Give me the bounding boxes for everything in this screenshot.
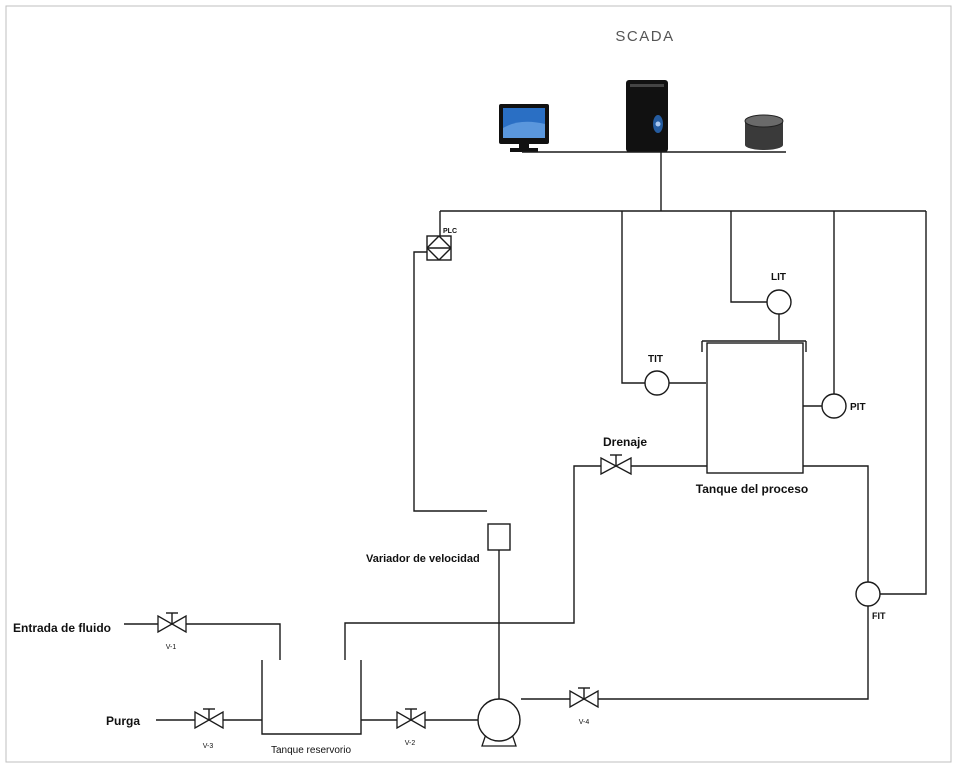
valve-v1-label: V-1 (166, 644, 177, 651)
pump-icon (477, 698, 521, 747)
valve-v4 (569, 687, 599, 709)
plc-to-drive-line (413, 251, 487, 512)
drain-label: Drenaje (603, 435, 647, 449)
fit-instrument (855, 581, 881, 607)
speed-drive-label: Variador de velocidad (366, 553, 480, 565)
fluid-inlet-label: Entrada de fluido (13, 621, 111, 635)
plc-block (426, 211, 452, 261)
pit-instrument (821, 393, 847, 419)
valve-v2-label: V-2 (405, 740, 416, 747)
database-icon (744, 114, 784, 150)
fit-to-v4-line (598, 606, 869, 700)
diagram-border (5, 5, 952, 763)
pit-label: PIT (850, 402, 866, 413)
drain-valve (600, 454, 632, 476)
reservoir-tank (261, 660, 362, 735)
tit-signal-line (621, 211, 645, 384)
valve-v3 (194, 708, 224, 730)
purge-label: Purga (106, 714, 140, 728)
process-tank (701, 340, 807, 474)
fit-label: FIT (872, 611, 886, 621)
speed-drive (487, 523, 511, 551)
lit-signal-line (730, 211, 767, 303)
tank-to-fit-line (803, 465, 869, 582)
inlet-line-b (186, 623, 281, 660)
lit-label: LIT (771, 272, 786, 283)
scada-network-lines (440, 151, 926, 212)
valve-v1 (157, 612, 187, 634)
tit-instrument (644, 370, 670, 396)
server-icon (626, 80, 668, 152)
lit-instrument (766, 289, 792, 315)
reservoir-tank-label: Tanque reservorio (271, 745, 351, 756)
plc-label: PLC (443, 228, 457, 235)
valve-v3-label: V-3 (203, 743, 214, 750)
tit-label: TIT (648, 354, 663, 365)
drain-return-line (344, 465, 601, 660)
valve-v4-label: V-4 (579, 719, 590, 726)
process-tank-label: Tanque del proceso (696, 482, 808, 496)
monitor-icon (499, 104, 549, 152)
valve-v2 (396, 708, 426, 730)
fit-signal-line (880, 211, 927, 595)
scada-title: SCADA (615, 28, 674, 45)
